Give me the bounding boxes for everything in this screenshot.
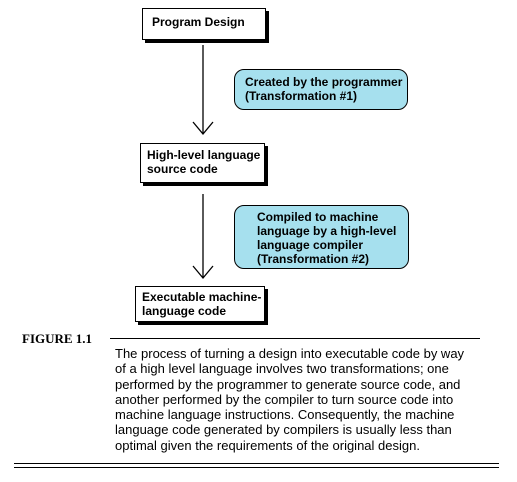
- figure-caption: The process of turning a design into exe…: [115, 346, 500, 453]
- caption-line: another performed by the compiler to tur…: [115, 391, 454, 407]
- arrow-design-to-source: [192, 45, 214, 136]
- bottom-double-rule-upper: [14, 463, 499, 464]
- transformation-2-line1: Compiled to machine: [257, 210, 379, 224]
- source-code-box: High-level language source code: [140, 143, 265, 183]
- executable-code-label-line2: language code: [142, 304, 227, 318]
- caption-line: The process of turning a design into exe…: [115, 346, 465, 361]
- transformation-1-line2: (Transformation #1): [245, 89, 358, 103]
- arrow-source-to-executable: [192, 194, 214, 280]
- bottom-double-rule-lower: [14, 467, 499, 468]
- transformation-2-line2: language by a high-level: [257, 224, 397, 238]
- caption-top-rule: [110, 338, 480, 339]
- program-design-box: Program Design: [142, 8, 266, 40]
- transformation-1-line1: Created by the programmer: [245, 75, 403, 89]
- transformation-2-note: Compiled to machine language by a high-l…: [234, 205, 409, 269]
- caption-line: optimal given the requirements of the or…: [115, 437, 420, 453]
- program-design-label: Program Design: [152, 15, 245, 29]
- figure-label: FIGURE 1.1: [22, 331, 93, 346]
- transformation-2-line4: (Transformation #2): [257, 252, 370, 266]
- caption-line: machine language instructions. Consequen…: [115, 407, 455, 423]
- source-code-label-line2: source code: [147, 162, 218, 176]
- executable-code-label-line1: Executable machine-: [142, 290, 262, 304]
- transformation-2-line3: language compiler: [257, 238, 364, 252]
- executable-code-box: Executable machine- language code: [135, 286, 265, 322]
- source-code-label-line1: High-level language: [147, 148, 261, 162]
- caption-line: performed by the programmer to generate …: [115, 376, 461, 392]
- caption-line: of a high level language involves two tr…: [115, 361, 449, 377]
- transformation-1-note: Created by the programmer (Transformatio…: [234, 69, 408, 110]
- caption-line: language code generated by compilers is …: [115, 422, 452, 438]
